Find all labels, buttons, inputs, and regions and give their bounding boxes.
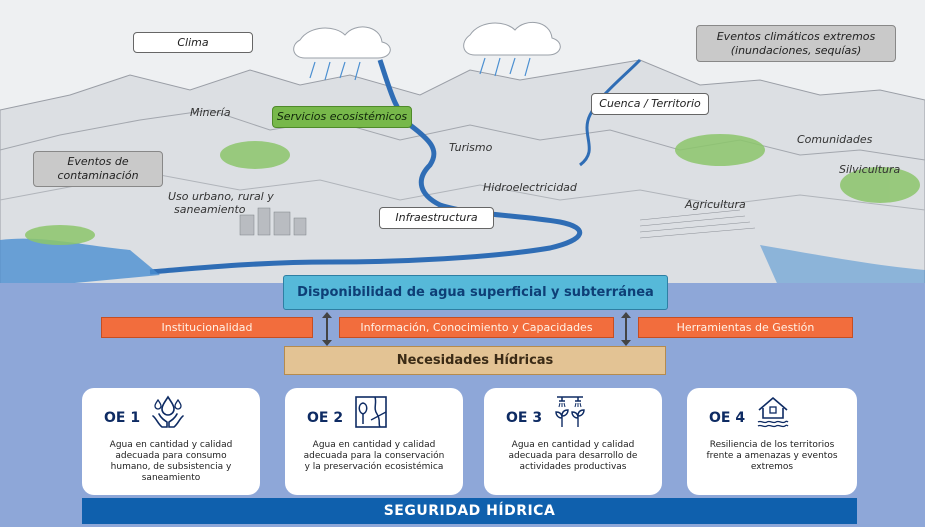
water-hands-icon	[152, 395, 184, 428]
ecosystem-tree-icon	[355, 396, 387, 428]
box-clima: Clima	[133, 32, 253, 53]
objective-card-oe1: OE 1 Agua en cantidad y calidad adecuada…	[82, 388, 260, 495]
oe3-line: actividades productivas	[519, 462, 627, 472]
label-silvicultura: Silvicultura	[839, 163, 901, 176]
oe2-line: y la preservación ecosistémica	[304, 462, 444, 472]
box-servicios-ecosistemicos: Servicios ecosistémicos	[272, 106, 412, 128]
box-eventos-climaticos-line1: Eventos climáticos extremos	[716, 29, 876, 43]
oe3-description: Agua en cantidad y calidad adecuada para…	[492, 440, 654, 473]
oe2-code: OE 2	[307, 410, 344, 426]
oe4-code: OE 4	[709, 410, 746, 426]
objective-card-oe4: OE 4 Resiliencia de los territorios fren…	[687, 388, 857, 495]
box-infraestructura: Infraestructura	[379, 207, 494, 229]
label-comunidades: Comunidades	[797, 133, 873, 146]
enabler-institucionalidad: Institucionalidad	[101, 317, 313, 338]
oe1-line: saneamiento	[141, 473, 201, 483]
oe2-line: Agua en cantidad y calidad	[312, 440, 436, 450]
oe4-line: Resiliencia de los territorios	[709, 440, 835, 450]
box-eventos-contaminacion: Eventos de contaminación	[33, 151, 163, 187]
box-eventos-climaticos-line2: (inundaciones, sequías)	[730, 43, 862, 57]
irrigation-plants-icon	[555, 396, 585, 427]
label-agricultura: Agricultura	[685, 198, 746, 211]
water-security-banner: SEGURIDAD HÍDRICA	[82, 498, 857, 524]
oe1-line: Agua en cantidad y calidad	[109, 440, 233, 450]
needs-box: Necesidades Hídricas	[284, 346, 666, 375]
arrow-left-updown	[322, 312, 332, 346]
availability-box: Disponibilidad de agua superficial y sub…	[283, 275, 668, 310]
oe4-line: frente a amenazas y eventos	[706, 451, 838, 461]
oe3-code: OE 3	[506, 410, 543, 426]
label-uso-urbano-line1: Uso urbano, rural y	[168, 190, 274, 203]
oe3-line: adecuada para desarrollo de	[508, 451, 638, 461]
flooded-house-icon	[757, 397, 789, 428]
label-uso-urbano: Uso urbano, rural y saneamiento	[168, 190, 274, 216]
objective-card-oe2: OE 2 Agua en cantidad y calidad adecuada…	[285, 388, 463, 495]
oe4-description: Resiliencia de los territorios frente a …	[695, 440, 849, 473]
oe1-description: Agua en cantidad y calidad adecuada para…	[90, 440, 252, 484]
oe4-line: extremos	[750, 462, 794, 472]
label-uso-urbano-line2: saneamiento	[174, 203, 246, 216]
box-eventos-climaticos: Eventos climáticos extremos (inundacione…	[696, 25, 896, 62]
oe3-line: Agua en cantidad y calidad	[511, 440, 635, 450]
oe1-line: adecuada para consumo	[115, 451, 227, 461]
box-contaminacion-line2: contaminación	[57, 169, 139, 182]
oe1-code: OE 1	[104, 410, 141, 426]
enabler-informacion: Información, Conocimiento y Capacidades	[339, 317, 614, 338]
objective-card-oe3: OE 3 Agua en cantidad y calidad adecuada…	[484, 388, 662, 495]
oe1-line: humano, de subsistencia y	[110, 462, 232, 472]
label-mineria: Minería	[190, 106, 231, 119]
oe2-description: Agua en cantidad y calidad adecuada para…	[293, 440, 455, 473]
oe2-line: adecuada para la conservación	[303, 451, 445, 461]
box-contaminacion-line1: Eventos de	[67, 155, 129, 169]
label-hidroelectricidad: Hidroelectricidad	[483, 181, 577, 194]
box-cuenca-territorio: Cuenca / Territorio	[591, 93, 709, 115]
label-turismo: Turismo	[449, 141, 493, 154]
enabler-herramientas: Herramientas de Gestión	[638, 317, 853, 338]
arrow-right-updown	[621, 312, 631, 346]
